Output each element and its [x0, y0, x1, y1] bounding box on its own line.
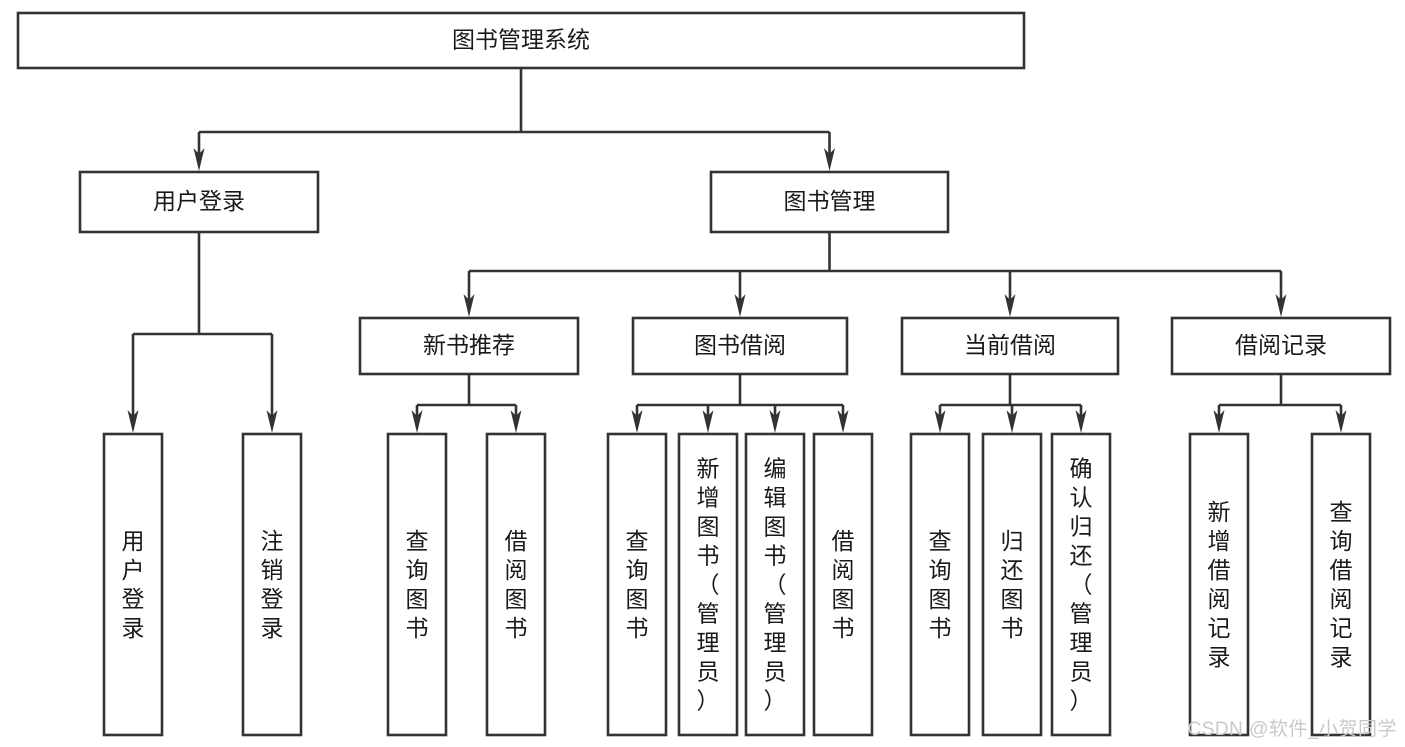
node-box[interactable]: [102, 432, 164, 737]
node-label: 新增图书（管理员）: [697, 456, 720, 714]
node-label: 用户登录: [153, 188, 245, 214]
node-label: 编辑图书（管理员）: [764, 456, 787, 714]
node-box[interactable]: [485, 432, 547, 737]
node-current-borrow[interactable]: 当前借阅: [900, 316, 1120, 376]
arrow-head-icon: [1275, 294, 1287, 317]
node-label: 新增借阅记录: [1208, 499, 1231, 670]
node-book-borrow[interactable]: 图书借阅: [631, 316, 849, 376]
node-leaf-return-book[interactable]: 归还图书: [981, 432, 1043, 737]
watermark: CSDN @软件_小贺同学: [1187, 719, 1397, 740]
node-borrow-record[interactable]: 借阅记录: [1170, 316, 1392, 376]
arrow-head-icon: [824, 148, 835, 171]
node-user-login[interactable]: 用户登录: [78, 170, 320, 234]
node-box[interactable]: [812, 432, 874, 737]
node-box[interactable]: [16, 11, 1026, 70]
node-label: 用户登录: [122, 528, 145, 641]
node-leaf-edit-book[interactable]: 编辑图书（管理员）: [744, 432, 806, 737]
node-leaf-logout[interactable]: 注销登录: [241, 432, 303, 737]
node-leaf-query-book-2[interactable]: 查询图书: [606, 432, 668, 737]
node-box[interactable]: [1310, 432, 1372, 737]
node-box[interactable]: [981, 432, 1043, 737]
node-leaf-add-book[interactable]: 新增图书（管理员）: [677, 432, 739, 737]
node-leaf-add-record[interactable]: 新增借阅记录: [1188, 432, 1250, 737]
arrow-head-icon: [1213, 410, 1225, 433]
node-root-图书管理系统[interactable]: 图书管理系统: [16, 11, 1026, 70]
node-label: 查询借阅记录: [1330, 499, 1353, 670]
arrow-head-icon: [463, 294, 475, 317]
node-label: 确认归还（管理员）: [1070, 456, 1093, 714]
arrow-head-icon: [734, 294, 746, 317]
arrow-head-icon: [127, 410, 139, 433]
arrow-head-icon: [510, 410, 522, 433]
arrow-head-icon: [193, 148, 205, 171]
node-box[interactable]: [900, 316, 1120, 376]
node-leaf-user-login[interactable]: 用户登录: [102, 432, 164, 737]
node-label: 查询图书: [406, 528, 429, 641]
node-box[interactable]: [909, 432, 971, 737]
node-box[interactable]: [1170, 316, 1392, 376]
node-box[interactable]: [744, 432, 806, 737]
node-label: 图书借阅: [694, 332, 786, 358]
node-label: 图书管理: [784, 188, 876, 214]
arrow-head-icon: [1004, 294, 1016, 317]
node-label: 新书推荐: [423, 332, 515, 358]
node-box[interactable]: [358, 316, 580, 376]
node-leaf-query-record[interactable]: 查询借阅记录: [1310, 432, 1372, 737]
node-box[interactable]: [386, 432, 448, 737]
node-label: 图书管理系统: [452, 27, 590, 53]
node-book-management[interactable]: 图书管理: [709, 170, 950, 234]
node-leaf-confirm-return[interactable]: 确认归还（管理员）: [1050, 432, 1112, 737]
arrow-head-icon: [411, 410, 423, 433]
arrow-head-icon: [1335, 410, 1347, 433]
node-leaf-borrow-book-1[interactable]: 借阅图书: [485, 432, 547, 737]
node-box[interactable]: [1050, 432, 1112, 737]
arrow-head-icon: [266, 410, 278, 433]
node-box[interactable]: [709, 170, 950, 234]
node-box[interactable]: [606, 432, 668, 737]
nodes-layer: 图书管理系统用户登录图书管理新书推荐图书借阅当前借阅借阅记录用户登录注销登录查询…: [16, 11, 1392, 737]
arrow-head-icon: [1006, 410, 1018, 433]
arrow-head-icon: [702, 410, 714, 433]
node-leaf-query-book-3[interactable]: 查询图书: [909, 432, 971, 737]
node-leaf-query-book-1[interactable]: 查询图书: [386, 432, 448, 737]
arrow-head-icon: [934, 410, 946, 433]
arrow-head-icon: [769, 410, 781, 433]
node-box[interactable]: [631, 316, 849, 376]
arrow-head-icon: [837, 410, 849, 433]
node-label: 当前借阅: [964, 332, 1056, 358]
arrow-head-icon: [631, 410, 643, 433]
node-box[interactable]: [241, 432, 303, 737]
node-label: 查询图书: [626, 528, 649, 641]
node-label: 借阅记录: [1235, 332, 1327, 358]
connectors-layer: [127, 68, 1347, 433]
node-label: 借阅图书: [832, 528, 855, 641]
node-leaf-borrow-book-2[interactable]: 借阅图书: [812, 432, 874, 737]
node-label: 归还图书: [1001, 528, 1024, 641]
node-label: 查询图书: [929, 528, 952, 641]
node-label: 借阅图书: [505, 528, 528, 641]
node-new-book-recommend[interactable]: 新书推荐: [358, 316, 580, 376]
node-box[interactable]: [1188, 432, 1250, 737]
arrow-head-icon: [1075, 410, 1087, 433]
node-box[interactable]: [677, 432, 739, 737]
node-label: 注销登录: [261, 528, 284, 641]
node-box[interactable]: [78, 170, 320, 234]
